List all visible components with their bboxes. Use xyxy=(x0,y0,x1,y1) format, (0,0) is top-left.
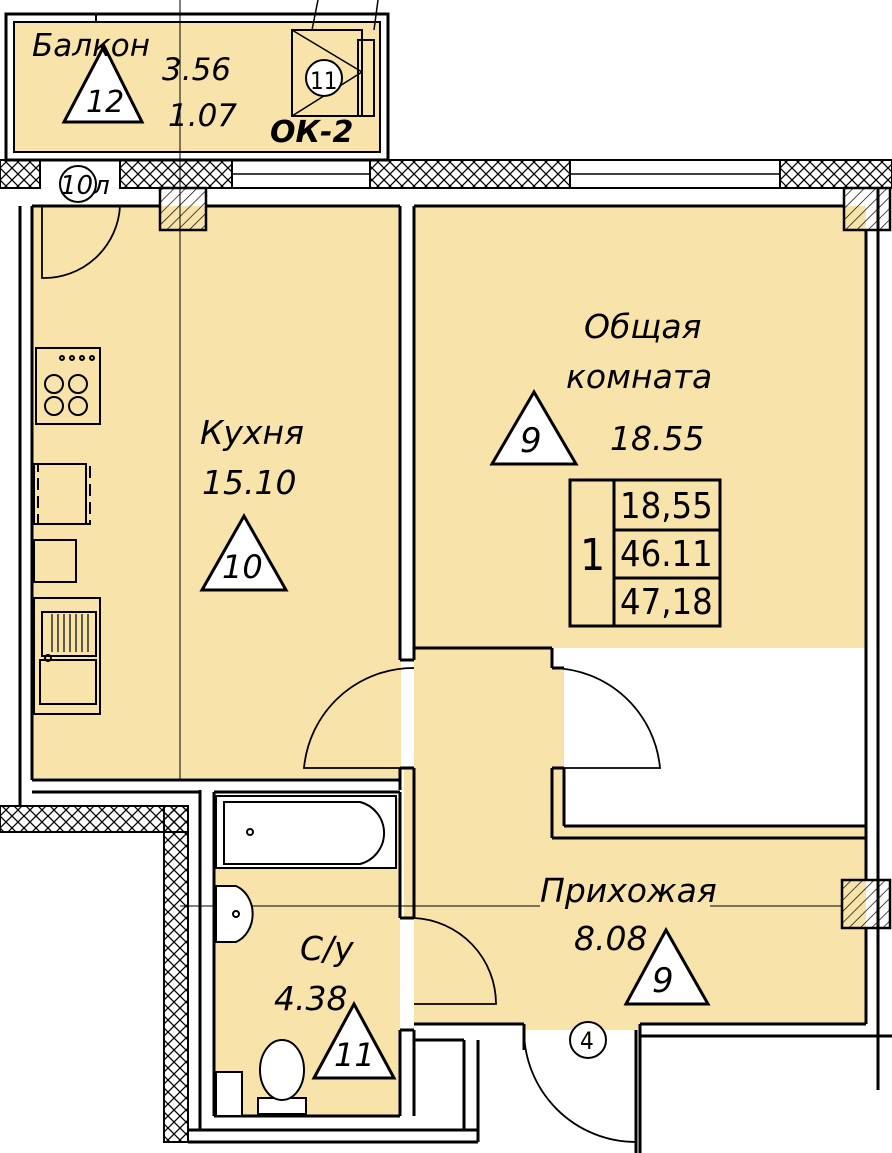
living-floor xyxy=(414,206,866,648)
doors xyxy=(41,205,661,1143)
balcony-mark-triangle xyxy=(61,42,145,124)
total-with-balcony: 47,18 xyxy=(620,582,713,623)
bath-name: С/у xyxy=(300,929,354,968)
hall-area: 8.08 xyxy=(574,919,647,958)
kitchen-mark: 10 xyxy=(222,548,263,586)
living-mark-triangle xyxy=(489,389,579,466)
kitchen-door-mark: 10л xyxy=(60,171,110,201)
rooms-count: 1 xyxy=(580,530,605,581)
sink-icon xyxy=(33,597,101,715)
room-marks xyxy=(59,42,711,1080)
kitchen-floor xyxy=(32,206,401,778)
bath-mark-triangle xyxy=(311,1000,397,1080)
fridge-icon xyxy=(33,539,77,583)
balcony-name: Балкон xyxy=(32,28,150,64)
kitchen-name: Кухня xyxy=(200,413,304,452)
kitchen-door xyxy=(41,205,121,279)
living-area-summary: 18,55 xyxy=(620,486,713,527)
entrance-mark: 4 xyxy=(580,1027,594,1055)
living-mark: 9 xyxy=(520,421,542,461)
kitchen-area: 15.10 xyxy=(202,463,296,502)
living-door xyxy=(303,667,661,769)
living-name-line1: Общая xyxy=(584,307,701,346)
entrance-mark-circle xyxy=(569,1021,607,1059)
balcony-area: 3.56 xyxy=(162,52,231,88)
labels: Балкон 3.56 1.07 12 11 ОК-2 10л Кухня 15… xyxy=(32,28,717,1074)
balcony-frame xyxy=(4,0,390,162)
balcony-mark: 12 xyxy=(86,85,124,120)
bath-mark: 11 xyxy=(334,1036,375,1074)
stove-icon xyxy=(35,347,101,425)
walls xyxy=(18,0,892,1153)
hall-name: Прихожая xyxy=(540,871,717,910)
balcony-area2: 1.07 xyxy=(168,98,237,134)
bath-fixtures xyxy=(215,795,397,1117)
hall-mark-triangle xyxy=(623,926,711,1006)
door-mark-circle xyxy=(59,165,97,203)
hall-mark: 9 xyxy=(652,961,674,1001)
window-code: ОК-2 xyxy=(270,115,353,150)
area-summary xyxy=(568,478,722,628)
kitchen-mark-triangle xyxy=(199,512,289,592)
kitchen-fixtures xyxy=(33,347,101,715)
bath-area: 4.38 xyxy=(274,979,347,1018)
total-area: 46.11 xyxy=(620,534,713,575)
living-name-line2: комната xyxy=(566,357,712,396)
living-area: 18.55 xyxy=(610,419,704,458)
exterior-walls xyxy=(0,159,892,1143)
bath-door xyxy=(413,917,497,1005)
window-mark-circle xyxy=(305,59,343,97)
window-mark: 11 xyxy=(310,67,337,95)
entrance-door xyxy=(523,1029,637,1143)
